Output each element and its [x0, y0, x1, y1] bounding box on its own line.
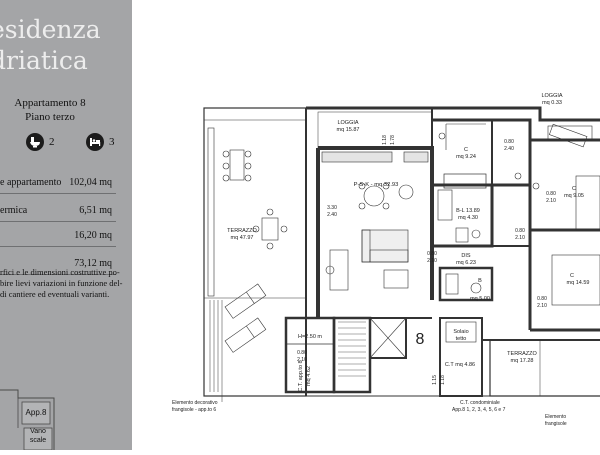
bed-icon — [86, 133, 104, 151]
keyplan-stair-label: Vano — [30, 428, 46, 435]
annotation-text: Elemento decorativo — [172, 400, 218, 406]
spec-value: 16,20 mq — [74, 230, 112, 241]
bedroom-area: mq 14.59 — [567, 280, 590, 286]
annotation-text: frangisole - app.to 6 — [172, 407, 216, 413]
solaio-label: Solaio — [453, 329, 468, 335]
bedroom-label: C — [572, 186, 576, 192]
dim-label: 1.18 — [382, 135, 388, 145]
terrazzo-label: TERRAZZO — [227, 228, 257, 234]
dim-label: 0.80 — [546, 191, 556, 197]
terrazzo-area: mq 17.28 — [511, 358, 534, 364]
loggia-small-area: mq 0.33 — [542, 100, 562, 106]
bathrooms-value: 2 — [49, 136, 55, 148]
solaio-label: tetto — [456, 336, 467, 342]
bedroom-area: mq 9.24 — [456, 154, 476, 160]
bathroom-area: mq 4.30 — [458, 215, 478, 221]
dim-label: 0.80 — [537, 296, 547, 302]
bedrooms-value: 3 — [109, 136, 115, 148]
dim-label: 2.10 — [427, 258, 437, 264]
note-line: bire lievi variazioni in funzione del- — [0, 278, 123, 288]
spec-row: e appartamento 102,04 mq — [0, 175, 116, 194]
keyplan-apt-label: App.8 — [26, 408, 47, 417]
spec-value: 6,51 mq — [79, 205, 112, 216]
loggia-label: LOGGIA — [337, 120, 358, 126]
dim-label: 1.78 — [390, 135, 396, 145]
plan-annotations: Elemento decorativo frangisole - app.to … — [172, 392, 567, 427]
dim-label: 2.10 — [546, 198, 556, 204]
bedroom-label: C — [570, 273, 574, 279]
dim-label: 2.40 — [327, 212, 337, 218]
living-room-label: P-S-K - mq 32.93 — [354, 182, 399, 188]
furniture — [222, 123, 588, 353]
bedroom-label: C — [464, 147, 468, 153]
note-line: rfici e le dimensioni costruttive po- — [0, 267, 120, 277]
dim-label: 2.10 — [297, 357, 307, 363]
key-plan: App.8 Vano scale — [0, 388, 120, 450]
bedrooms-count: 3 — [86, 132, 115, 152]
brand-line-2: driatica — [0, 46, 88, 75]
loggia-small-label: LOGGIA — [541, 93, 562, 99]
terrazzo-label: TERRAZZO — [507, 351, 537, 357]
dim-label: 2.10 — [515, 235, 525, 241]
floor-plan: LOGGIA mq 15.87 LOGGIA mq 0.33 C mq 9.24… — [132, 0, 600, 450]
bathrooms-count: 2 — [26, 132, 55, 152]
brand-title: esidenza driatica — [0, 14, 130, 76]
dim-label: 3.30 — [327, 205, 337, 211]
elevator-shaft — [369, 317, 407, 359]
spec-label: ermica — [0, 205, 28, 216]
dim-label: 0.80 — [515, 228, 525, 234]
ct-mq-label: C.T mq 4.86 — [445, 362, 475, 368]
bedroom-area: mq 9.05 — [564, 193, 584, 199]
bathroom-b-area: mq 5.00 — [470, 296, 490, 302]
dimension-labels: 3.30 2.40 0.80 2.40 0.80 2.10 0.80 2.10 … — [297, 135, 556, 385]
annotation-text: C.T. condominiale — [460, 400, 500, 406]
spec-value: 73,12 mq — [74, 258, 112, 269]
terrazzo-area: mq 47.97 — [231, 235, 254, 241]
dim-label: 2.40 — [504, 146, 514, 152]
apartment-number: 8 — [416, 331, 425, 348]
toilet-icon — [26, 133, 44, 151]
ct-app-area: mq 4.62 — [306, 366, 312, 386]
loggia-area: mq 15.87 — [337, 127, 360, 133]
bathroom-label: B-L 13.89 — [456, 208, 480, 214]
apartment-title: Appartamento 8 — [14, 97, 86, 109]
frangisole-left — [209, 300, 223, 392]
info-sidebar: esidenza driatica Appartamento 8 Piano t… — [0, 0, 132, 450]
disclaimer-note: rfici e le dimensioni costruttive po- bi… — [0, 267, 123, 300]
note-line: di cantiere ed eventuali varianti. — [0, 289, 110, 299]
spec-row: ermica 6,51 mq — [0, 203, 116, 222]
room-labels: LOGGIA mq 15.87 LOGGIA mq 0.33 C mq 9.24… — [227, 93, 589, 392]
brand-line-1: esidenza — [0, 15, 101, 44]
annotation-text: Elemento — [545, 414, 566, 420]
dim-label: 1.18 — [440, 375, 446, 385]
spec-row: 73,12 mq — [0, 256, 116, 275]
apartment-floor: Piano terzo — [25, 111, 75, 123]
ct-app-label: C.T. app.to 8 — [298, 360, 304, 391]
terrazzo-left-outline — [203, 107, 307, 397]
annotation-text: App.8 1, 2, 3, 4, 5, 6 e 7 — [452, 407, 506, 413]
spec-value: 102,04 mq — [69, 177, 112, 188]
spec-label: e appartamento — [0, 177, 62, 188]
dim-label: 1.15 — [432, 375, 438, 385]
bathroom-b-label: B — [478, 278, 482, 284]
dim-label: 0.80 — [297, 350, 307, 356]
corridor-label: DIS — [461, 253, 471, 259]
dim-label: 0.80 — [427, 251, 437, 257]
spec-row: 16,20 mq — [0, 228, 116, 247]
annotation-text: frangisole — [545, 421, 567, 427]
keyplan-stair-label: scale — [30, 437, 46, 444]
apartment-heading: Appartamento 8 Piano terzo — [0, 96, 100, 124]
height-label: H=2.50 m — [298, 334, 322, 340]
dim-label: 0.80 — [504, 139, 514, 145]
corridor-area: mq 6.23 — [456, 260, 476, 266]
dim-label: 2.10 — [537, 303, 547, 309]
